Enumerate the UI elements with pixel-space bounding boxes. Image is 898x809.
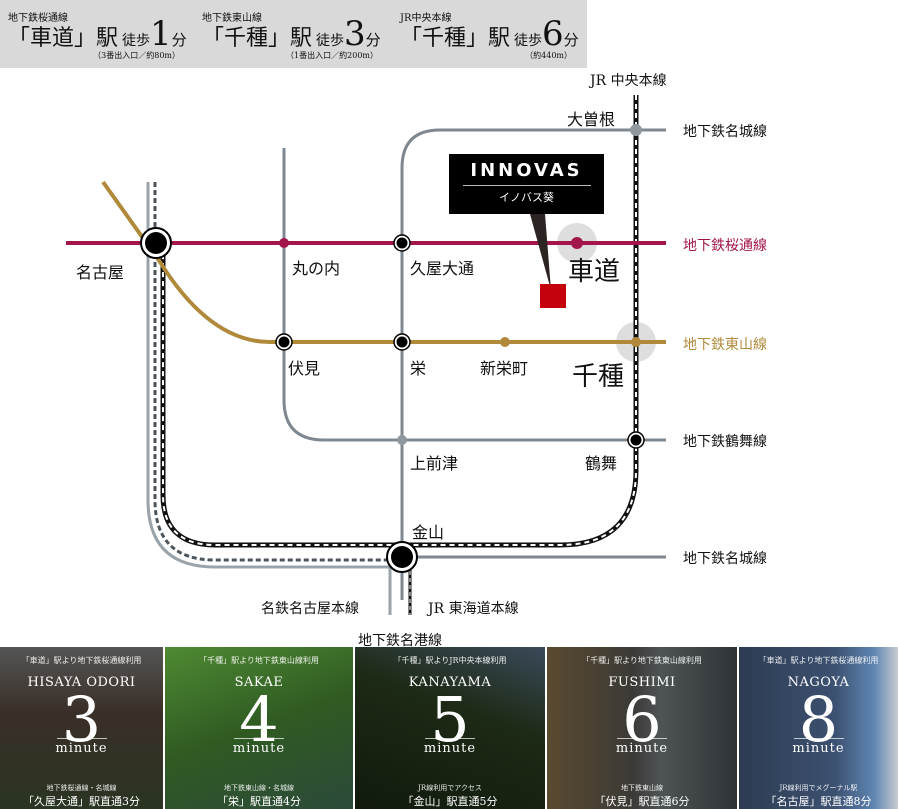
photo-card-kanayama[interactable]: 「千種」駅よりJR中央本線利用 KANAYAMA 5 minute JR線利用で…	[355, 647, 545, 809]
ozone-station-icon[interactable]	[630, 124, 642, 136]
destination-name: KANAYAMA	[408, 675, 492, 690]
label-chikusa: 千種	[572, 362, 625, 392]
access-station: 「千種」駅	[202, 26, 313, 51]
access-line-label: JR中央本線	[400, 13, 452, 24]
destination-name: NAGOYA	[787, 675, 850, 690]
access-summary-bar: 地下鉄桜通線 「車道」駅徒歩1分 （3番出入口／約80m） 地下鉄東山線 「千種…	[0, 0, 587, 68]
higashiyama-line	[101, 180, 666, 344]
property-pointer-icon	[530, 214, 551, 290]
property-name-en: INNOVAS	[470, 160, 583, 181]
access-minutes: 1	[150, 14, 172, 54]
destination-minutes: 5	[430, 683, 470, 756]
photo-card-hisaya-odori[interactable]: 「車道」駅より地下鉄桜通線利用 HISAYA ODORI 3 minute 地下…	[0, 647, 163, 809]
label-tsurumai-line: 地下鉄鶴舞線	[683, 434, 767, 450]
kurumamichi-station-icon[interactable]	[571, 237, 583, 249]
destination-minutes: 3	[61, 683, 102, 756]
chikusa-station-icon[interactable]	[631, 337, 641, 347]
route-map	[66, 95, 666, 615]
meitetsu-line	[146, 182, 392, 615]
label-kurumamichi: 車道	[568, 257, 621, 287]
destination-name: SAKAE	[234, 675, 284, 690]
destination-minutes: 6	[622, 683, 662, 756]
marunouchi-station-icon[interactable]	[279, 238, 289, 248]
tsurumai-line	[282, 148, 666, 442]
label-marunouchi: 丸の内	[292, 259, 341, 278]
access-line-label: 地下鉄東山線	[202, 13, 262, 24]
label-ozone: 大曽根	[567, 110, 616, 129]
photo-card-fushimi[interactable]: 「千種」駅より地下鉄東山線利用 FUSHIMI 6 minute 地下鉄東山線 …	[547, 647, 737, 809]
destination-minutes: 4	[239, 683, 279, 756]
access-chikusa-subway: 地下鉄東山線 「千種」駅徒歩3分 （1番出入口／約200m）	[202, 0, 381, 68]
divider	[56, 738, 107, 739]
divider	[793, 738, 844, 739]
access-minutes: 6	[542, 14, 564, 54]
meitetsu-line-inner	[153, 182, 395, 562]
label-hisaya-odori: 久屋大通	[410, 259, 475, 278]
kamimaezu-station-icon[interactable]	[397, 435, 407, 445]
access-note: （約440m）	[525, 51, 572, 60]
destination-minutes: 8	[798, 683, 839, 756]
label-jr-chuo-line: JR 中央本線	[590, 73, 667, 89]
label-kamimaezu: 上前津	[410, 454, 459, 473]
destination-name: FUSHIMI	[608, 675, 676, 690]
label-meijo-line-top: 地下鉄名城線	[683, 124, 767, 140]
meijo-line-upper	[400, 128, 666, 600]
label-jr-tokaido-line: JR 東海道本線	[428, 601, 519, 617]
access-minutes: 3	[344, 14, 366, 54]
divider	[462, 185, 591, 186]
property-location-marker[interactable]	[540, 284, 566, 308]
label-tsurumai: 鶴舞	[585, 454, 618, 473]
label-kanayama: 金山	[412, 523, 445, 542]
access-chikusa-jr: JR中央本線 「千種」駅徒歩6分 （約440m）	[400, 0, 579, 68]
destination-photo-strip: 「車道」駅より地下鉄桜通線利用 HISAYA ODORI 3 minute 地下…	[0, 647, 898, 809]
label-meiko-line: 地下鉄名港線	[358, 633, 442, 649]
label-sakae: 栄	[410, 359, 427, 378]
label-meitetsu-line: 名鉄名古屋本線	[261, 601, 359, 617]
access-line-label: 地下鉄桜通線	[8, 13, 68, 24]
shinsakae-station-icon[interactable]	[500, 337, 510, 347]
photo-card-nagoya[interactable]: 「車道」駅より地下鉄桜通線利用 NAGOYA 8 minute JR線利用でメグ…	[739, 647, 898, 809]
label-higashiyama-line: 地下鉄東山線	[683, 337, 767, 353]
label-fushimi: 伏見	[288, 359, 321, 378]
destination-name: HISAYA ODORI	[27, 675, 136, 690]
access-station: 「千種」駅	[400, 26, 511, 51]
label-nagoya: 名古屋	[76, 263, 125, 282]
access-station: 「車道」駅	[8, 26, 119, 51]
divider	[617, 738, 667, 739]
label-sakuradori-line: 地下鉄桜通線	[683, 238, 767, 254]
label-shinsakae: 新栄町	[480, 359, 529, 378]
property-name-jp: イノバス葵	[499, 191, 554, 204]
photo-card-sakae[interactable]: 「千種」駅より地下鉄東山線利用 SAKAE 4 minute 地下鉄東山線・名城…	[165, 647, 353, 809]
property-callout[interactable]: INNOVAS イノバス葵	[449, 154, 604, 214]
divider	[234, 738, 284, 739]
divider	[425, 738, 475, 739]
label-meijo-line-bottom: 地下鉄名城線	[683, 551, 767, 567]
access-note: （3番出入口／約80m）	[93, 51, 180, 60]
access-note: （1番出入口／約200m）	[286, 51, 378, 60]
access-kurumamichi: 地下鉄桜通線 「車道」駅徒歩1分 （3番出入口／約80m）	[8, 0, 187, 68]
